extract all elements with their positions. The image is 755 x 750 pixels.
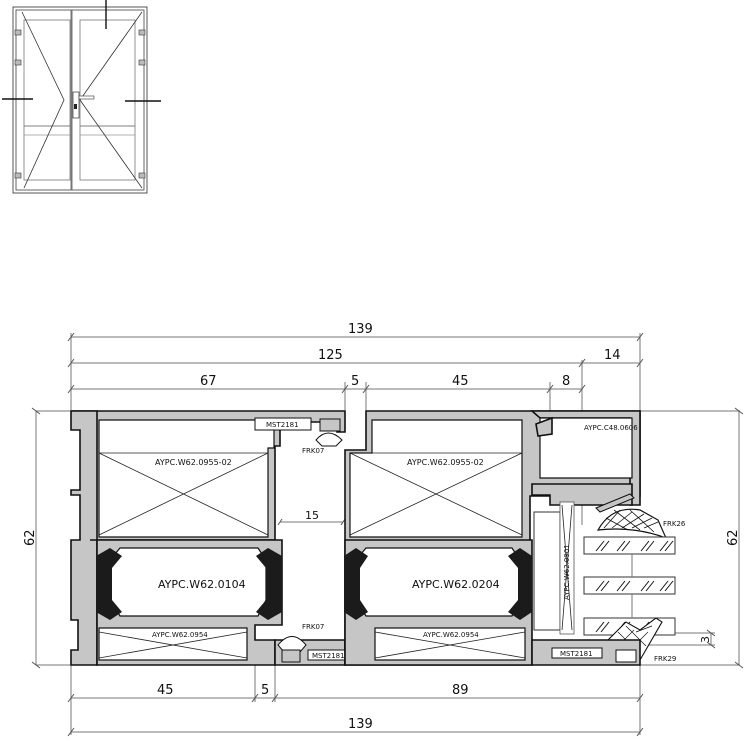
- label-left-bottom-insert: AYPC.W62.0954: [152, 631, 208, 639]
- label-gasket-bottom-right: MST2181: [560, 650, 593, 658]
- dim-inner-leaf: 45: [452, 374, 469, 389]
- dim-left-height: 62: [23, 529, 38, 546]
- dim-bottom-gap: 5: [261, 683, 269, 698]
- side-dimensions: 62 62 3: [23, 407, 744, 669]
- seal-top-icon: [315, 418, 343, 447]
- dim-bottom-right: 89: [452, 683, 469, 698]
- dim-gap-top: 5: [351, 374, 359, 389]
- label-left-thermal: AYPC.W62.0104: [158, 578, 246, 591]
- glazing-section: AYPC.C48.0606 AYPC.W62.0901 FRK26: [529, 410, 686, 666]
- dim-inner-gap: 15: [305, 509, 319, 522]
- label-right-bottom-insert: AYPC.W62.0954: [423, 631, 479, 639]
- dim-step: 8: [562, 374, 570, 389]
- dim-outer-leaf: 67: [200, 374, 217, 389]
- label-seal-bottom: FRK07: [302, 623, 324, 631]
- bottom-dimensions: 45 5 89 139: [67, 665, 644, 737]
- dim-frame-to-bead: 125: [318, 348, 343, 363]
- gap-dimension: 15: [277, 509, 346, 526]
- label-right-thermal: AYPC.W62.0204: [412, 578, 500, 591]
- dim-bead: 14: [604, 348, 621, 363]
- label-seal-top: FRK07: [302, 447, 324, 455]
- label-bead-profile: AYPC.C48.0606: [584, 424, 638, 432]
- dim-right-height: 62: [726, 529, 741, 546]
- label-glazing-adapter: AYPC.W62.0901: [563, 544, 571, 600]
- dim-overall-top: 139: [348, 322, 373, 337]
- dim-bottom-left: 45: [157, 683, 174, 698]
- dim-glass-offset: 3: [699, 636, 712, 643]
- label-glazing-seal-bottom: FRK29: [654, 655, 676, 663]
- label-left-reinforcement: AYPC.W62.0955-02: [155, 458, 232, 467]
- dim-overall-bottom: 139: [348, 717, 373, 732]
- bottom-middle-seal: FRK07 MST2181: [274, 623, 347, 666]
- left-leaf-profile: AYPC.W62.0955-02 AYPC.W62.0104 AYPC.W62.…: [70, 410, 346, 666]
- label-right-reinforcement: AYPC.W62.0955-02: [407, 458, 484, 467]
- door-elevation: [2, 0, 161, 194]
- label-gasket-bottom-mid: MST2181: [312, 652, 345, 660]
- hinge-icon: [14, 29, 22, 36]
- label-glazing-seal-top: FRK26: [663, 520, 686, 528]
- label-gasket-top: MST2181: [266, 421, 299, 429]
